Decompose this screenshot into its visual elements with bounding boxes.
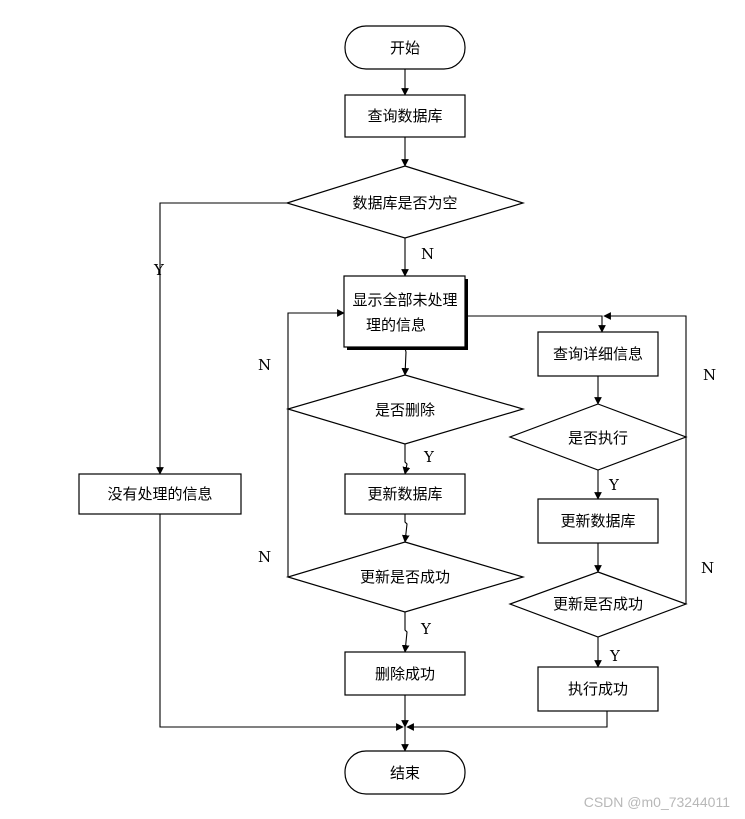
node-update-ok-left: 更新是否成功: [285, 541, 526, 613]
node-update-db-left: 更新数据库: [344, 473, 466, 515]
edge-execute-no-loop: [603, 312, 687, 437]
node-end: 结束: [344, 750, 466, 795]
node-update-ok-right: 更新是否成功: [508, 571, 688, 638]
update-ok-left-diamond: [285, 541, 526, 613]
query-db-label: 查询数据库: [367, 107, 442, 125]
edges: [156, 69, 687, 752]
watermark: CSDN @m0_73244011: [584, 794, 730, 810]
node-db-empty: 数据库是否为空: [284, 165, 526, 239]
query-detail-box: [537, 331, 659, 377]
execute-ok-box: [537, 666, 659, 712]
node-delete-ok: 删除成功: [344, 651, 466, 696]
label-delete-no: N: [258, 356, 271, 374]
update-db-left-label: 更新数据库: [367, 485, 442, 503]
edge-delete-yes: [402, 444, 411, 475]
label-update-right-no: N: [701, 559, 714, 577]
edge-no-pending-to-join: [159, 514, 404, 731]
no-pending-box: [78, 473, 242, 515]
edge-delete-no-loop: [287, 309, 345, 409]
edge-execute-ok-to-join: [406, 711, 608, 731]
end-terminal-shape: [344, 750, 466, 795]
is-execute-diamond: [508, 403, 688, 471]
update-db-right-label: 更新数据库: [560, 512, 635, 530]
no-pending-label: 没有处理的信息: [107, 485, 212, 503]
show-all-label-line2: 理的信息: [366, 316, 426, 334]
nodes: 开始 查询数据库 数据库是否为空 没有处理的信息 显示全部未处理: [78, 25, 688, 795]
query-detail-label: 查询详细信息: [553, 345, 643, 363]
label-update-right-yes: Y: [609, 647, 621, 665]
label-delete-yes: Y: [423, 448, 435, 466]
update-db-right-box: [537, 498, 659, 544]
node-show-all: 显示全部未处理 理的信息: [343, 275, 468, 350]
edge-show-to-detail: [465, 315, 606, 333]
show-all-box: [343, 275, 466, 348]
node-is-delete: 是否删除: [285, 374, 526, 445]
is-execute-label: 是否执行: [568, 429, 628, 447]
delete-ok-label: 删除成功: [375, 665, 435, 683]
label-execute-no: N: [703, 366, 716, 384]
query-db-box: [344, 94, 466, 138]
label-update-left-yes: Y: [420, 620, 432, 638]
label-db-empty-no: N: [421, 245, 434, 263]
is-delete-label: 是否删除: [375, 401, 435, 419]
delete-ok-box: [344, 651, 466, 696]
show-all-label-line1: 显示全部未处理: [352, 291, 457, 309]
db-empty-diamond: [284, 165, 526, 239]
execute-ok-label: 执行成功: [568, 680, 628, 698]
node-no-pending: 没有处理的信息: [78, 473, 242, 515]
label-update-left-no: N: [258, 548, 271, 566]
node-is-execute: 是否执行: [508, 403, 688, 471]
update-ok-right-label: 更新是否成功: [553, 595, 643, 613]
node-query-detail: 查询详细信息: [537, 331, 659, 377]
edge-db-empty-yes: [156, 202, 287, 475]
update-db-left-box: [344, 473, 466, 515]
edge-labels: Y N N Y N Y N Y N Y: [153, 245, 716, 665]
start-terminal-shape: [344, 25, 466, 70]
update-ok-right-diamond: [508, 571, 688, 638]
db-empty-label: 数据库是否为空: [352, 194, 457, 212]
is-delete-diamond: [285, 374, 526, 445]
edge-update-left-yes: [401, 612, 410, 653]
node-execute-ok: 执行成功: [537, 666, 659, 712]
start-label: 开始: [390, 39, 420, 57]
node-start: 开始: [344, 25, 466, 70]
node-query-db: 查询数据库: [344, 94, 466, 138]
end-label: 结束: [390, 764, 420, 782]
edge-show-to-delete: [401, 347, 410, 376]
edge-update-left-to-check: [401, 514, 410, 543]
label-execute-yes: Y: [608, 476, 620, 494]
label-db-empty-yes: Y: [153, 261, 165, 279]
node-update-db-right: 更新数据库: [537, 498, 659, 544]
update-ok-left-label: 更新是否成功: [360, 568, 450, 586]
